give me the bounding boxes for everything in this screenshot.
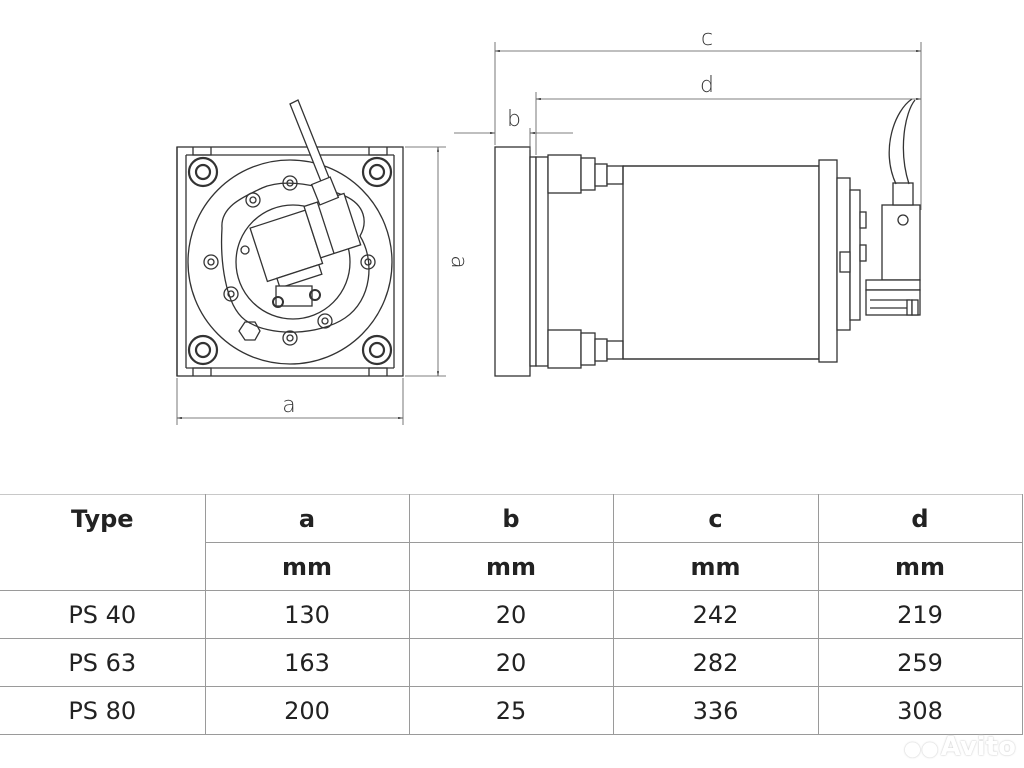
cell-d: 259: [817, 638, 1023, 687]
unit-d: mm: [817, 542, 1023, 591]
dimension-label-c: c: [701, 26, 713, 51]
column-header-c: c: [612, 494, 819, 543]
dimension-a-horizontal: [176, 378, 404, 425]
avito-logo-icon: ●●: [903, 736, 939, 760]
cell-a: 200: [204, 686, 410, 735]
dimension-c: [494, 42, 922, 210]
cell-d: 308: [817, 686, 1023, 735]
column-header-b: b: [408, 494, 614, 543]
table-row: PS 80 200 25 336 308: [0, 686, 1023, 735]
table-row: PS 63 163 20 282 259: [0, 638, 1023, 687]
cell-b: 20: [408, 638, 614, 687]
cell-type: PS 80: [0, 686, 206, 735]
unit-c: mm: [612, 542, 819, 591]
cell-d: 219: [817, 590, 1023, 639]
cell-type: PS 63: [0, 638, 206, 687]
cell-c: 336: [612, 686, 819, 735]
cell-b: 20: [408, 590, 614, 639]
dimension-table: Type a b c d mm mm mm mm PS 40 130 20 24…: [0, 494, 1023, 735]
dimension-d: [535, 92, 921, 155]
unit-a: mm: [205, 542, 410, 591]
front-view: [176, 99, 404, 377]
column-header-d: d: [817, 494, 1023, 543]
dimension-label-a-side: a: [446, 255, 471, 268]
cell-c: 282: [612, 638, 819, 687]
cell-b: 25: [408, 686, 614, 735]
type-header: Type: [0, 494, 206, 591]
cell-a: 163: [204, 638, 410, 687]
dimension-label-b: b: [507, 107, 521, 132]
table-row: PS 40 130 20 242 219: [0, 590, 1023, 639]
unit-b: mm: [408, 542, 614, 591]
cell-c: 242: [612, 590, 819, 639]
cell-type: PS 40: [0, 590, 206, 639]
dimension-label-d: d: [700, 73, 714, 98]
cell-a: 130: [204, 590, 410, 639]
dimension-a-vertical: [405, 146, 446, 377]
watermark: ●●Avito: [904, 732, 1016, 762]
column-header-a: a: [204, 494, 410, 543]
dimension-label-a-bottom: a: [282, 393, 295, 418]
side-view: [494, 98, 921, 377]
technical-drawing: a a: [176, 26, 922, 425]
table-header-row: Type a b c d: [0, 494, 1023, 591]
table-unit-row: mm mm mm mm: [0, 542, 1023, 591]
dimension-b: [454, 128, 573, 150]
watermark-text: Avito: [940, 732, 1016, 762]
